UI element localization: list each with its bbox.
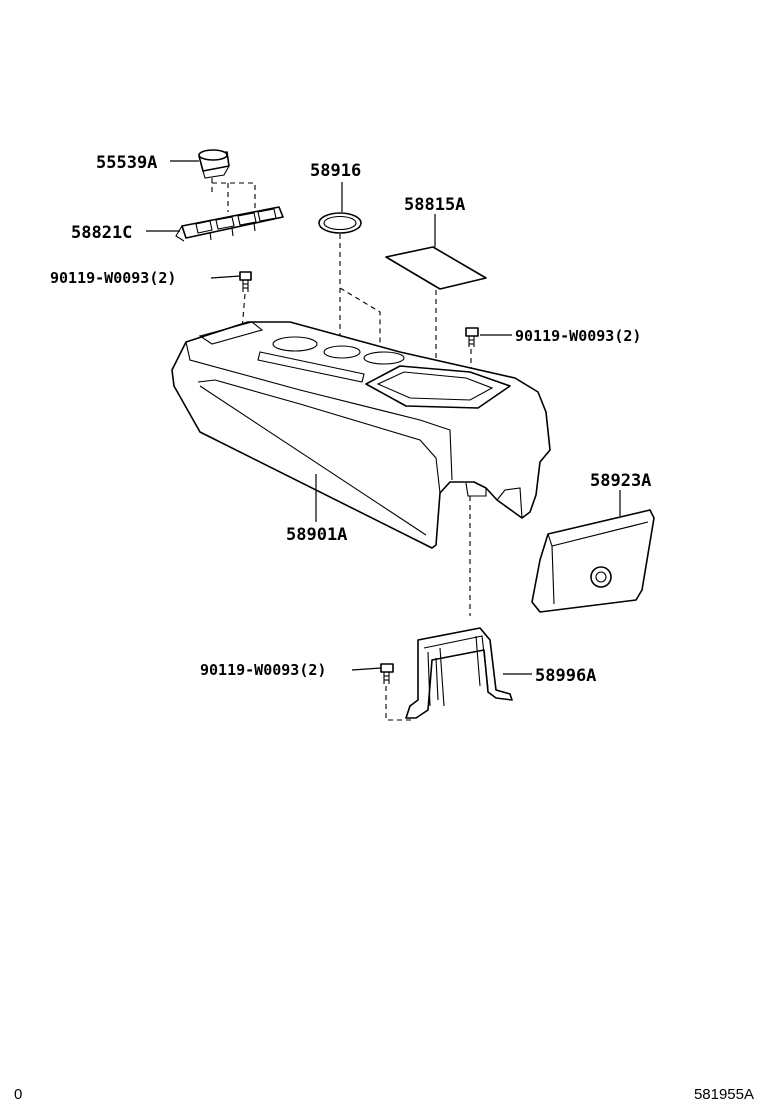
footer-left-text: 0	[14, 1086, 23, 1103]
leader-bolt-upper-left	[210, 275, 241, 279]
label-58916: 58916	[310, 161, 361, 181]
label-58815a: 58815A	[404, 195, 465, 215]
bolt-icon-lower	[380, 663, 394, 684]
dashed-link-knob	[211, 178, 256, 212]
mat-pad-58815a	[385, 246, 487, 290]
label-58901a: 58901A	[286, 525, 347, 545]
bolt-icon-upper-left	[239, 271, 252, 292]
knob-55539a	[198, 149, 230, 179]
label-bolt-upper-right: 90119-W0093(2)	[515, 327, 641, 345]
bracket-58996a	[405, 627, 513, 719]
label-58821c: 58821C	[71, 223, 132, 243]
switch-bezel-58821c	[175, 206, 284, 242]
bolt-icon-upper-right	[465, 327, 479, 347]
label-55539a: 55539A	[96, 153, 157, 173]
console-box-58901a	[171, 321, 551, 549]
dashed-link-ring	[339, 234, 381, 354]
rear-panel-58923a	[531, 509, 655, 613]
diagram-reference-code: 581955A	[693, 1086, 754, 1103]
label-bolt-upper-left: 90119-W0093(2)	[50, 269, 176, 287]
label-58996a: 58996A	[535, 666, 596, 686]
leader-bolt-lower	[351, 667, 382, 671]
dashed-link-bolt-lower	[385, 686, 412, 721]
ring-58916	[318, 212, 362, 234]
label-bolt-lower: 90119-W0093(2)	[200, 661, 326, 679]
label-58923a: 58923A	[590, 471, 651, 491]
